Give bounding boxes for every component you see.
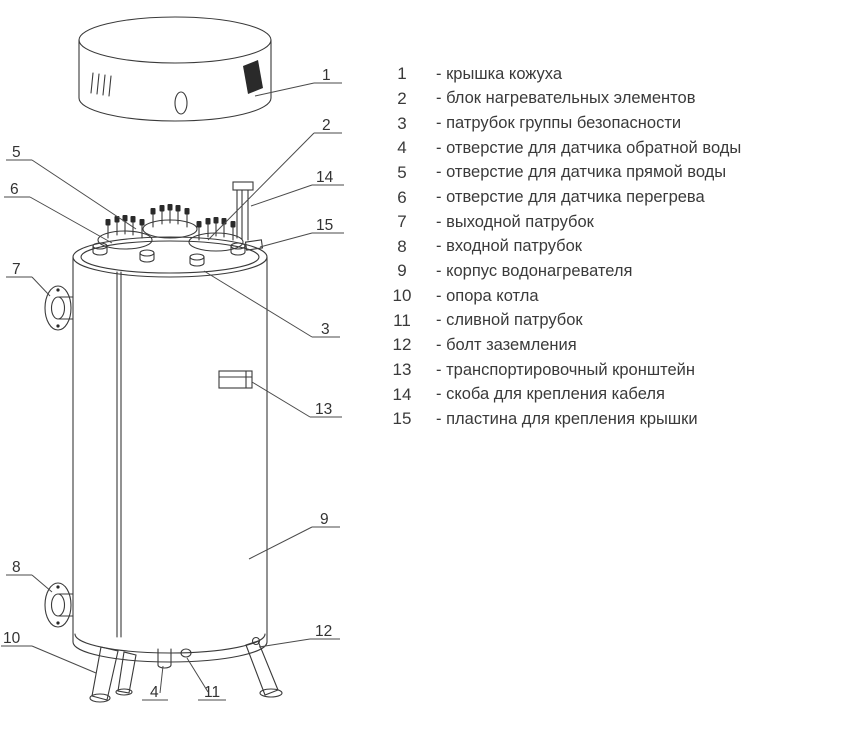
callout-6: 6 (4, 181, 113, 244)
vent-grille-right (243, 60, 263, 94)
vent-slots-left (90, 72, 112, 97)
tank-body (72, 236, 268, 663)
callout-number: 15 (316, 217, 333, 234)
legend-item: 9 - корпус водонагревателя (384, 259, 854, 284)
callout-number: 9 (320, 511, 329, 528)
callout-7: 7 (6, 261, 51, 297)
legend-item-text: - корпус водонагревателя (436, 261, 633, 280)
legend-item-text: - болт заземления (436, 335, 577, 354)
legend-item-text: - крышка кожуха (436, 64, 563, 83)
casing-cover (78, 16, 272, 122)
callout-number: 13 (315, 401, 332, 418)
callout-14: 14 (250, 169, 344, 207)
legend-item-number: 14 (392, 384, 412, 404)
legend-item-text: - отверстие для датчика прямой воды (436, 163, 727, 182)
inlet-pipe (44, 582, 74, 628)
callout-number: 7 (12, 261, 21, 278)
callout-5: 5 (6, 144, 137, 230)
sensor-ports (92, 242, 246, 267)
legend-item-text: - сливной патрубок (436, 311, 583, 330)
cable-bracket (232, 181, 254, 241)
callout-number: 8 (12, 559, 21, 576)
legend-item-text: - транспортировочный кронштейн (436, 360, 695, 379)
callout-number: 2 (322, 117, 331, 134)
legend-item-text: - отверстие для датчика перегрева (436, 188, 705, 207)
legend-item: 13 - транспортировочный кронштейн (384, 358, 854, 383)
water-heater-technical-drawing: 1 2 14 15 3 13 9 12 5 6 (0, 0, 380, 726)
legend-item-number: 11 (393, 310, 411, 330)
callout-number: 10 (3, 630, 21, 647)
callout-4: 4 (142, 665, 168, 701)
legend-item-text: - отверстие для датчика обратной воды (436, 138, 742, 157)
callout-9: 9 (248, 511, 340, 560)
legend-item: 4 - отверстие для датчика обратной воды (384, 136, 854, 161)
drain-pipe (157, 648, 192, 669)
legend-item: 14 - скоба для крепления кабеля (384, 382, 854, 407)
legend-item-text: - входной патрубок (436, 237, 583, 256)
water-heater-diagram-svg: 1 2 14 15 3 13 9 12 5 6 (1, 16, 344, 703)
grounding-bolt (251, 636, 261, 646)
callout-13: 13 (251, 381, 342, 418)
cover-fixing-plate (244, 239, 264, 251)
legend-item: 6 - отверстие для датчика перегрева (384, 185, 854, 210)
legend-item: 12 - болт заземления (384, 333, 854, 358)
legend-item-text: - блок нагревательных элементов (436, 89, 696, 108)
legend-item-number: 4 (397, 138, 407, 158)
callout-11: 11 (186, 657, 226, 701)
parts-legend: 1 - крышка кожуха 2 - блок нагревательны… (384, 62, 854, 432)
legend-item-number: 2 (397, 88, 407, 108)
legend-item-text: - опора котла (436, 286, 539, 305)
legend-item: 5 - отверстие для датчика прямой воды (384, 161, 854, 186)
callout-15: 15 (259, 217, 344, 248)
legend-item-number: 9 (397, 261, 407, 281)
legend-item: 3 - патрубок группы безопасности (384, 111, 854, 136)
callout-number: 5 (12, 144, 21, 161)
legend-item-text: - пластина для крепления крышки (436, 409, 698, 428)
legend-item-number: 10 (392, 286, 412, 306)
callout-2: 2 (207, 117, 342, 241)
legend-item-number: 15 (392, 409, 412, 429)
legend-item: 2 - блок нагревательных элементов (384, 87, 854, 112)
legend-item-number: 13 (392, 360, 412, 379)
legend-item-text: - выходной патрубок (436, 212, 594, 231)
callout-number: 12 (315, 623, 332, 640)
legend-item-text: - скоба для крепления кабеля (436, 385, 665, 404)
legend-item-number: 3 (397, 113, 407, 133)
legend-item-number: 8 (397, 236, 407, 256)
transport-bracket (218, 370, 253, 389)
callout-number: 1 (322, 67, 331, 84)
legend-item-text: - патрубок группы безопасности (436, 114, 682, 133)
legend-item: 8 - входной патрубок (384, 234, 854, 259)
legend-item-number: 6 (397, 187, 407, 207)
legend-item-number: 7 (397, 212, 407, 232)
callout-1: 1 (254, 67, 342, 97)
callout-number: 14 (316, 169, 334, 186)
support-legs (89, 640, 283, 703)
legend-item: 7 - выходной патрубок (384, 210, 854, 235)
callout-number: 3 (321, 321, 330, 338)
outlet-pipe (44, 285, 74, 331)
legend-item: 15 - пластина для крепления крышки (384, 407, 854, 432)
legend-item: 11 - сливной патрубок (384, 308, 854, 333)
callout-number: 6 (10, 181, 19, 198)
callout-12: 12 (258, 623, 340, 648)
legend-item-number: 1 (397, 64, 407, 84)
legend-item: 1 - крышка кожуха (384, 62, 854, 87)
legend-item-number: 12 (392, 335, 412, 355)
callout-10: 10 (1, 630, 97, 674)
callout-3: 3 (203, 270, 340, 338)
legend-item-number: 5 (397, 162, 407, 182)
callout-8: 8 (6, 559, 53, 593)
callout-number: 11 (204, 684, 220, 701)
legend-item: 10 - опора котла (384, 284, 854, 309)
callout-number: 4 (150, 684, 159, 701)
